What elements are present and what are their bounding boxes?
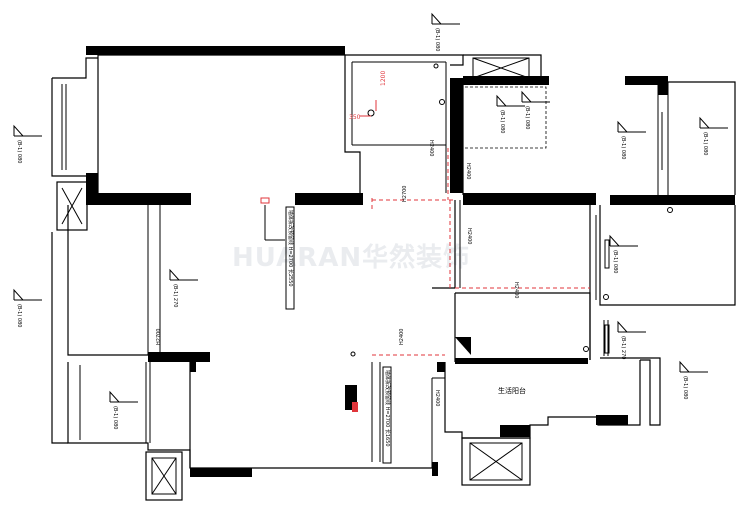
elevation-tag-text: (B-1) 080 xyxy=(112,406,118,429)
room-label-balcony: 生活阳台 xyxy=(498,386,526,395)
height-marks: H2400 H2700 H2400 H2400 H2400 H2400 H270… xyxy=(156,140,519,406)
elevation-tag: (B-1) 270 xyxy=(169,268,198,307)
elevation-tag: (B-1) 080 xyxy=(699,116,728,155)
elevation-tag-arrow xyxy=(617,120,646,133)
elevation-tag-text: (B-1) 080 xyxy=(16,304,22,327)
wall-note-lower: 墙体拆改预留线 H=2700 长1650 xyxy=(384,370,391,447)
height-mark: H2700 xyxy=(156,329,162,345)
elevation-tag-arrow xyxy=(609,234,638,247)
elevation-tag: (B-1) 080 xyxy=(431,12,460,51)
elevation-tag-text: (B-1) 080 xyxy=(524,106,530,129)
height-mark: H2400 xyxy=(513,282,519,298)
elevation-tag-arrow xyxy=(13,124,42,137)
height-mark: H2700 xyxy=(402,186,408,202)
elevation-tag-arrow xyxy=(496,94,525,107)
elevation-tag: (B-1) 080 xyxy=(521,90,550,129)
watermark: HUARAN华然装饰 xyxy=(232,242,470,273)
dimension-350: 350 xyxy=(349,114,361,121)
elevation-tag-arrow xyxy=(521,90,550,103)
elevation-tag-text: (B-1) 080 xyxy=(499,110,505,133)
elevation-tag-arrow xyxy=(169,268,198,281)
dimension-1200: 1200 xyxy=(380,71,387,86)
elevation-tag: (B-1) 080 xyxy=(617,120,646,159)
height-mark: H2400 xyxy=(465,163,471,179)
elevation-tag: (B-1) 080 xyxy=(496,94,525,133)
elevation-tag: (B-1) 080 xyxy=(679,360,708,399)
elevation-tag-text: (B-1) 270 xyxy=(172,284,178,307)
elevation-tag-arrow xyxy=(699,116,728,129)
elevation-tag: (B-1) 080 xyxy=(13,288,42,327)
elevation-tag-arrow xyxy=(109,390,138,403)
height-mark: H2400 xyxy=(466,228,472,244)
elevation-tag-text: (B-1) 080 xyxy=(434,28,440,51)
thin-walls xyxy=(51,54,736,501)
elevation-tag-arrow xyxy=(13,288,42,301)
elevation-tag-arrow xyxy=(617,320,646,333)
elevation-tag: (B-1) 080 xyxy=(609,234,638,273)
wall-note-living: 墙体拆改预留线 H=2700 长2550 xyxy=(287,210,294,287)
elevation-tag-arrow xyxy=(679,360,708,373)
elevation-tag-text: (B-1) 080 xyxy=(620,136,626,159)
elevation-tag: (B-1) 080 xyxy=(109,390,138,429)
elevation-tag: (B-1) 080 xyxy=(13,124,42,163)
structural-walls xyxy=(86,46,735,477)
elevation-tag-arrow xyxy=(431,12,460,25)
elevation-tag-text: (B-1) 080 xyxy=(16,140,22,163)
height-mark: H2400 xyxy=(428,140,434,156)
height-mark: H2400 xyxy=(434,390,440,406)
elevation-tag-text: (B-1) 270 xyxy=(620,336,626,359)
elevation-tag-text: (B-1) 080 xyxy=(702,132,708,155)
elevation-tag-text: (B-1) 080 xyxy=(682,376,688,399)
elevation-tag: (B-1) 270 xyxy=(617,320,646,359)
elevation-tag-text: (B-1) 080 xyxy=(612,250,618,273)
height-mark: H2400 xyxy=(399,329,405,345)
elevation-tags: (B-1) 080 (B-1) 080 (B-1) 080 (B-1) 080 (B-1… xyxy=(13,12,728,429)
demolition-lines xyxy=(260,100,590,412)
